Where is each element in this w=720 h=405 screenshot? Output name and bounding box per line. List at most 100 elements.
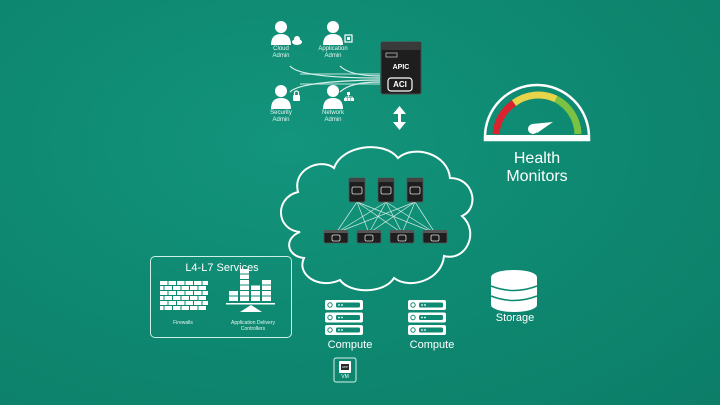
leaf-switch-2[interactable] (356, 230, 382, 244)
fabric-link (414, 201, 436, 234)
adc-label-line1: Application Delivery (231, 320, 275, 326)
application-admin-label: Application (318, 46, 348, 52)
lock-icon (293, 90, 300, 101)
brick (168, 281, 176, 285)
spine-switch-1[interactable] (348, 177, 366, 203)
brick (185, 281, 193, 285)
adc-bar-block (240, 280, 249, 285)
brick (185, 301, 193, 305)
app-window-icon (344, 34, 353, 43)
brick (160, 306, 164, 310)
brick (177, 281, 185, 285)
brick (185, 291, 193, 295)
brick (194, 281, 202, 285)
application-admin-person-icon (323, 21, 343, 45)
brick (173, 306, 181, 310)
brick (190, 306, 198, 310)
security-admin-label-2: Admin (272, 117, 290, 123)
vm-icon[interactable] (333, 357, 357, 383)
adc-bar-block (229, 296, 238, 301)
firewalls-label: Firewalls (173, 320, 193, 326)
spine-switch-3[interactable] (406, 177, 424, 203)
health-gauge-icon (483, 83, 591, 142)
application-admin-label-2: Admin (324, 53, 342, 59)
fabric-link (368, 201, 416, 234)
fabric-link (335, 201, 358, 234)
brick (198, 296, 206, 300)
adc-label: Application Delivery Controllers (218, 320, 288, 332)
brick (194, 291, 202, 295)
aci-logo-icon (387, 77, 413, 92)
brick (202, 301, 208, 305)
l4-l7-services-box[interactable]: L4-L7 Services (150, 256, 292, 338)
brick (164, 286, 172, 290)
aci-logo-text: ACI (393, 80, 407, 89)
adc-bar-block (251, 285, 260, 290)
brick (198, 306, 206, 310)
cloud-admin-label-2: Admin (272, 53, 290, 59)
health-monitors-title: Health Monitors (487, 150, 587, 186)
admin-icons (271, 21, 354, 109)
brick (160, 281, 168, 285)
brick (173, 296, 181, 300)
health-title-line2: Monitors (506, 168, 568, 185)
compute-label-2: Compute (409, 339, 455, 351)
adc-bar-block (240, 274, 249, 279)
brick (160, 301, 168, 305)
compute-server-icon-2 (408, 300, 446, 335)
adc-bar-block (251, 296, 260, 301)
double-arrow-icon (393, 106, 406, 130)
brick (173, 286, 181, 290)
network-admin-person-icon (323, 85, 343, 109)
adc-bar-block (240, 285, 249, 290)
security-admin-label: Security (270, 110, 292, 116)
fabric-cloud-outline (280, 146, 474, 292)
storage-icon (490, 270, 538, 312)
leaf-switch-4[interactable] (422, 230, 448, 244)
leaf-switch-1[interactable] (323, 230, 349, 244)
brick (164, 306, 172, 310)
fabric-links (335, 201, 436, 234)
apic-appliance[interactable] (380, 41, 422, 95)
spine-switch-2[interactable] (377, 177, 395, 203)
fabric-link (385, 201, 436, 234)
compute-label-1: Compute (327, 339, 373, 351)
cloud-admin-person-icon (271, 21, 291, 45)
apic-label: APIC (392, 64, 410, 71)
fabric-switches (323, 177, 448, 244)
cloud-admin-label: Cloud (273, 46, 289, 52)
adc-fulcrum (240, 305, 262, 312)
l4-l7-services-title: L4-L7 Services (185, 262, 259, 274)
fabric-link (401, 201, 416, 234)
brick (160, 291, 168, 295)
adc-bar-block (262, 291, 271, 296)
fabric-link (368, 201, 387, 234)
adc-bar-block (251, 291, 260, 296)
fabric-link (335, 201, 416, 234)
fabric-link (385, 201, 403, 234)
brick (190, 296, 198, 300)
brick (202, 291, 208, 295)
adc-bar-block (229, 291, 238, 296)
brick (198, 286, 206, 290)
brick (181, 306, 189, 310)
brick (168, 291, 176, 295)
gauge-segment-yellow (511, 91, 558, 106)
brick (164, 296, 172, 300)
brick (190, 286, 198, 290)
adc-bar-block (240, 269, 249, 274)
gauge-segment-green (554, 95, 582, 135)
adc-icon (226, 269, 275, 312)
compute-server-icon-1 (325, 300, 363, 335)
vm-app-label: APP (341, 365, 348, 369)
brick (168, 301, 176, 305)
brick (177, 301, 185, 305)
brick (177, 291, 185, 295)
adc-bar-block (262, 296, 271, 301)
adc-bar-block (262, 285, 271, 290)
leaf-switch-3[interactable] (389, 230, 415, 244)
